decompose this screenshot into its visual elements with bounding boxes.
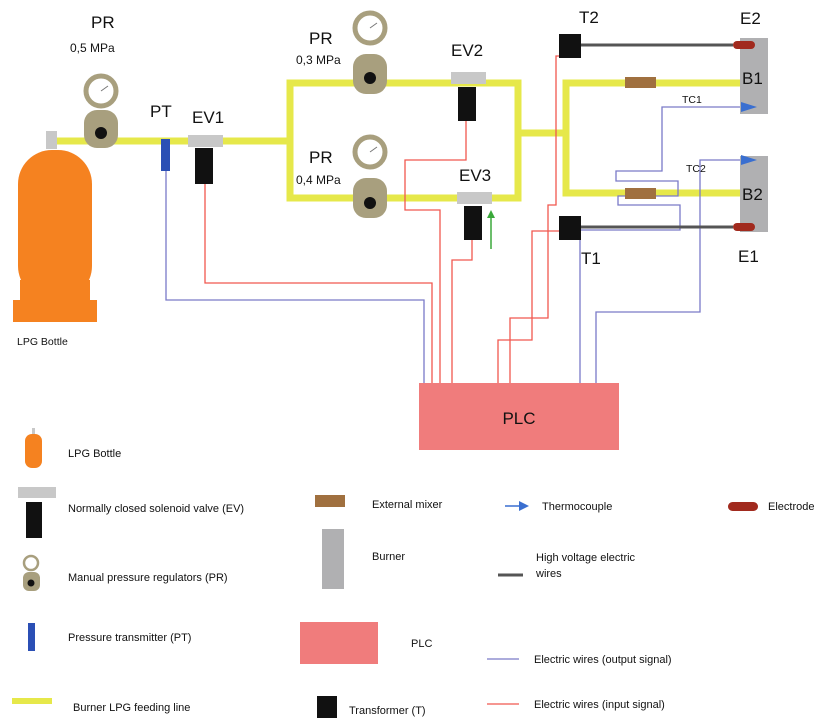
thermocouple-tc1 bbox=[741, 102, 757, 112]
e2-label: E2 bbox=[740, 9, 761, 28]
lpg-bottle-label: LPG Bottle bbox=[17, 336, 68, 348]
legend-solenoid-valve-icon bbox=[18, 487, 56, 538]
pr2-label: PR bbox=[309, 29, 333, 48]
pr1-pressure: 0,5 MPa bbox=[70, 41, 115, 55]
legend-pressure-transmitter-icon bbox=[28, 623, 35, 651]
pressure-transmitter bbox=[161, 139, 170, 171]
flow-arrow-icon bbox=[487, 210, 495, 249]
legend-hv-wires-text-2: wires bbox=[535, 568, 562, 580]
plc-box bbox=[419, 383, 619, 450]
legend-electrode-text: Electrode bbox=[768, 501, 814, 513]
legend-lpg-bottle-text: LPG Bottle bbox=[68, 448, 121, 460]
e1-label: E1 bbox=[738, 247, 759, 266]
legend-hv-wires-text-1: High voltage electric bbox=[536, 552, 636, 564]
pr2-pressure: 0,3 MPa bbox=[296, 53, 341, 67]
thermocouple-tc2 bbox=[741, 155, 757, 165]
legend-external-mixer-icon bbox=[315, 495, 345, 507]
ev1-label: EV1 bbox=[192, 108, 224, 127]
ev2-label: EV2 bbox=[451, 41, 483, 60]
pressure-regulator-2 bbox=[352, 10, 388, 94]
input-signal-wires bbox=[204, 55, 566, 383]
high-voltage-wires bbox=[580, 43, 733, 229]
legend-burner-icon bbox=[322, 529, 344, 589]
legend-pressure-regulator-icon bbox=[22, 554, 40, 591]
solenoid-valve-ev3 bbox=[457, 192, 492, 240]
pr3-pressure: 0,4 MPa bbox=[296, 173, 341, 187]
legend-plc-text: PLC bbox=[411, 638, 432, 650]
legend-pressure-transmitter-text: Pressure transmitter (PT) bbox=[68, 632, 191, 644]
legend-pressure-regulator-text: Manual pressure regulators (PR) bbox=[68, 572, 228, 584]
transformer-t2 bbox=[559, 34, 581, 58]
plc-label: PLC bbox=[502, 409, 535, 428]
legend-lpg-bottle-icon bbox=[25, 428, 42, 468]
pressure-regulator-1 bbox=[83, 73, 119, 148]
legend-feeding-line-text: Burner LPG feeding line bbox=[73, 702, 190, 714]
legend-input-wire-text: Electric wires (input signal) bbox=[534, 699, 665, 711]
burner-b1 bbox=[740, 38, 768, 114]
legend-thermocouple-text: Thermocouple bbox=[542, 501, 612, 513]
tc1-label: TC1 bbox=[682, 94, 702, 106]
t1-label: T1 bbox=[581, 249, 601, 268]
legend-transformer-text: Transformer (T) bbox=[349, 705, 426, 717]
legend-output-wire-text: Electric wires (output signal) bbox=[534, 654, 672, 666]
solenoid-valve-ev1 bbox=[188, 135, 223, 184]
transformer-t1 bbox=[559, 216, 581, 240]
output-signal-wires bbox=[165, 106, 741, 383]
pr1-label: PR bbox=[91, 13, 115, 32]
electrode-e1 bbox=[733, 223, 755, 231]
pr3-label: PR bbox=[309, 148, 333, 167]
legend-transformer-icon bbox=[317, 696, 337, 718]
external-mixer-1 bbox=[625, 77, 656, 88]
legend-thermocouple-icon bbox=[505, 501, 529, 511]
ev3-label: EV3 bbox=[459, 166, 491, 185]
electrode-e2 bbox=[733, 41, 755, 49]
t2-label: T2 bbox=[579, 8, 599, 27]
b1-label: B1 bbox=[742, 69, 763, 88]
legend-electrode-icon bbox=[728, 502, 758, 511]
pt-label: PT bbox=[150, 102, 172, 121]
lpg-bottle bbox=[13, 131, 97, 322]
b2-label: B2 bbox=[742, 185, 763, 204]
tc2-label: TC2 bbox=[686, 163, 706, 175]
legend: LPG Bottle Normally closed solenoid valv… bbox=[12, 428, 814, 718]
legend-solenoid-valve-text: Normally closed solenoid valve (EV) bbox=[68, 503, 244, 515]
solenoid-valve-ev2 bbox=[451, 72, 486, 121]
pressure-regulator-3 bbox=[352, 134, 388, 218]
legend-external-mixer-text: External mixer bbox=[372, 499, 443, 511]
burner-b2 bbox=[740, 156, 768, 232]
legend-burner-text: Burner bbox=[372, 551, 405, 563]
external-mixer-2 bbox=[625, 188, 656, 199]
legend-plc-icon bbox=[300, 622, 378, 664]
